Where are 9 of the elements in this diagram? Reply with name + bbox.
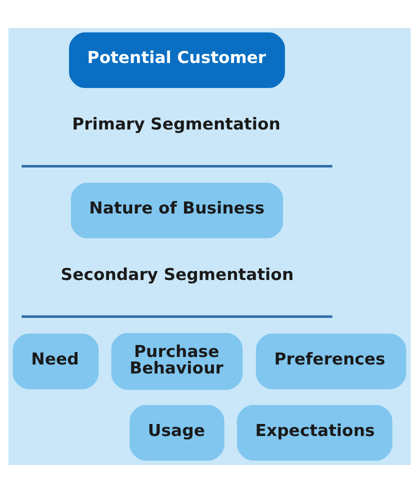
node-box: Potential Customer <box>68 32 285 88</box>
node-box: Preferences <box>256 333 406 389</box>
label: Primary Segmentation <box>72 114 280 134</box>
node-box: Purchase Behaviour <box>111 332 243 390</box>
node-box: Need <box>12 333 99 389</box>
node-box: Expectations <box>236 404 392 460</box>
label: Secondary Segmentation <box>60 264 294 284</box>
node-box: Nature of Business <box>70 182 284 238</box>
node-box: Usage <box>130 404 224 460</box>
